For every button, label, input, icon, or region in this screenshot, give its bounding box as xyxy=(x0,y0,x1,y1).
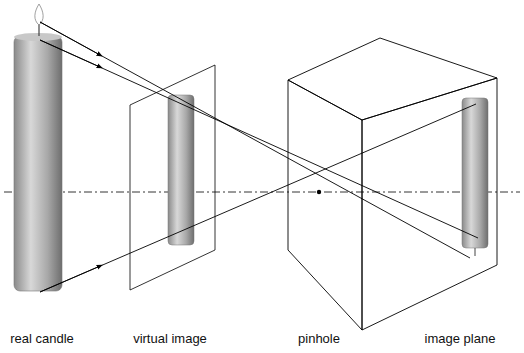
light-rays xyxy=(40,22,478,292)
optical-axis xyxy=(4,192,520,193)
pinhole-dot xyxy=(317,190,321,194)
camera-box xyxy=(288,38,497,330)
part-label: real candle xyxy=(10,331,74,347)
part-label: image plane xyxy=(425,331,496,347)
part-label: virtual image xyxy=(133,331,207,347)
virtual-candle xyxy=(168,95,194,245)
part-label: pinhole xyxy=(298,331,340,347)
virtual-plane xyxy=(130,65,215,290)
